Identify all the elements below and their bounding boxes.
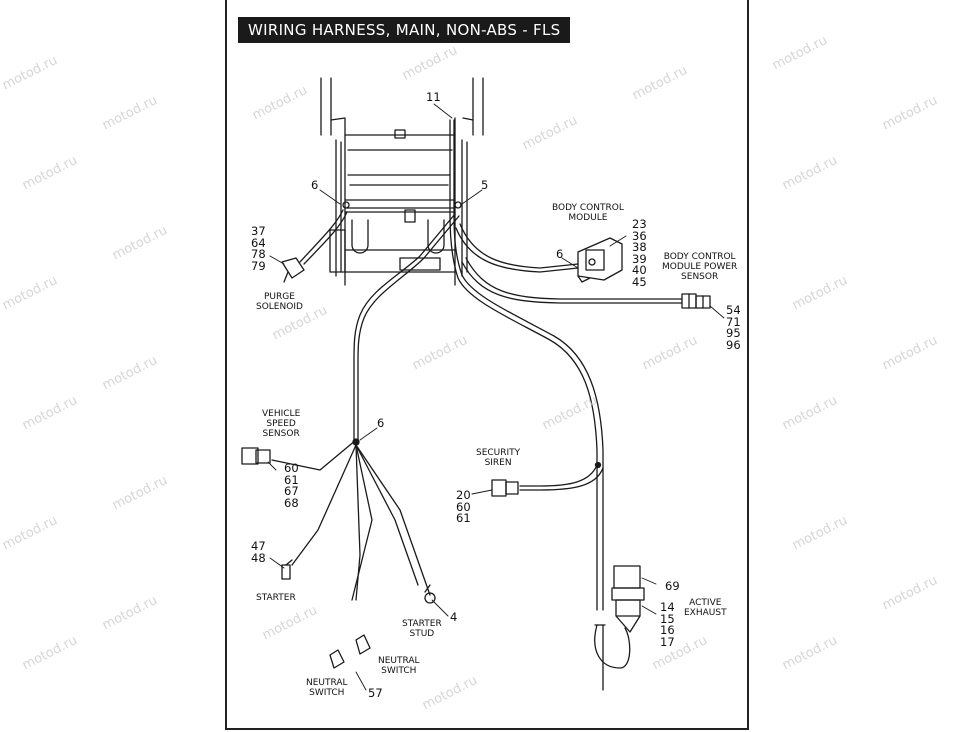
diagram-title: WIRING HARNESS, MAIN, NON-ABS - FLS bbox=[238, 17, 571, 43]
callout-number: 78 bbox=[251, 247, 266, 261]
callout-number: 48 bbox=[251, 550, 266, 565]
label-active-exhaust: ACTIVE EXHAUST bbox=[684, 598, 727, 618]
label-line: NEUTRAL bbox=[378, 656, 420, 666]
callout-neutral-switch: 57 bbox=[368, 686, 383, 700]
callout-number: 71 bbox=[726, 314, 741, 329]
callout-number: 67 bbox=[284, 484, 299, 498]
label-vehicle-speed-sensor: VEHICLE SPEED SENSOR bbox=[262, 409, 300, 439]
harness-exhaust-loop bbox=[594, 624, 631, 691]
label-line: ACTIVE bbox=[689, 598, 722, 608]
label-line: SECURITY bbox=[476, 448, 521, 458]
callout-number: 96 bbox=[726, 337, 741, 352]
label-bcm-power-sensor: BODY CONTROL MODULE POWER SENSOR bbox=[662, 252, 737, 282]
label-starter-stud: STARTER STUD bbox=[402, 619, 442, 639]
purge-solenoid-connector bbox=[281, 257, 305, 283]
label-line: SIREN bbox=[484, 458, 512, 468]
callout-number: 16 bbox=[660, 623, 675, 637]
label-line: PURGE bbox=[263, 292, 295, 302]
callout-frame-top: 11 bbox=[426, 90, 441, 104]
harness-branch-bcm bbox=[455, 223, 579, 273]
label-line: BODY CONTROL bbox=[552, 203, 624, 213]
harness-branch-left bbox=[353, 213, 460, 441]
label-line: STARTER bbox=[256, 593, 296, 603]
label-line: SOLENOID bbox=[256, 302, 303, 312]
bcm-sensor-connector bbox=[681, 293, 711, 309]
callout-frame-left: 6 bbox=[311, 178, 319, 192]
label-line: SENSOR bbox=[262, 429, 300, 439]
callout-number: 17 bbox=[660, 634, 675, 649]
frame-right-rail bbox=[454, 77, 484, 286]
callout-number: 54 bbox=[726, 303, 741, 317]
callout-stack-bcm: 23 36 38 39 40 45 bbox=[632, 217, 647, 289]
speed-sensor-connector bbox=[241, 447, 271, 465]
callout-number: 40 bbox=[632, 263, 647, 277]
callout-number: 38 bbox=[632, 240, 647, 254]
callout-frame-right: 5 bbox=[481, 178, 489, 192]
callout-number: 39 bbox=[632, 251, 647, 266]
label-line: MODULE bbox=[568, 213, 608, 223]
siren-connector bbox=[491, 479, 519, 497]
callout-number: 20 bbox=[456, 488, 471, 502]
label-line: NEUTRAL bbox=[306, 678, 348, 688]
label-line: STUD bbox=[409, 629, 435, 639]
callout-stack-purge: 37 64 78 79 bbox=[251, 224, 266, 273]
callout-number: 60 bbox=[456, 499, 471, 514]
callout-stack-siren: 20 60 61 bbox=[456, 488, 471, 525]
callout-number: 95 bbox=[726, 326, 741, 340]
callout-harness-mid: 6 bbox=[377, 416, 385, 430]
frame-left-rail bbox=[320, 77, 346, 286]
label-line: VEHICLE bbox=[262, 409, 301, 419]
diagram-frame bbox=[225, 0, 749, 730]
label-neutral-switch-right: NEUTRAL SWITCH bbox=[378, 656, 420, 676]
callout-bcm-mount: 6 bbox=[556, 247, 564, 261]
label-line: MODULE POWER bbox=[662, 262, 738, 272]
active-exhaust-actuator bbox=[594, 565, 645, 633]
callout-number: 60 bbox=[284, 461, 299, 475]
callout-stack-exhaust: 14 15 16 17 bbox=[660, 600, 675, 649]
harness-lower-bundle bbox=[271, 439, 431, 601]
callout-number: 14 bbox=[660, 600, 675, 614]
callout-number: 47 bbox=[251, 539, 266, 553]
label-neutral-switch-left: NEUTRAL SWITCH bbox=[306, 678, 348, 698]
callout-number: 36 bbox=[632, 228, 647, 243]
starter-stud-terminal bbox=[424, 584, 436, 604]
neutral-switch-terminals bbox=[329, 634, 371, 669]
harness-branch-siren bbox=[519, 464, 604, 491]
callout-number: 23 bbox=[632, 217, 647, 231]
label-line: BODY CONTROL bbox=[663, 252, 736, 262]
label-line: SPEED bbox=[266, 419, 296, 429]
label-starter: STARTER bbox=[256, 593, 296, 603]
bcm-body bbox=[577, 237, 623, 283]
label-line: EXHAUST bbox=[684, 608, 727, 618]
callout-number: 37 bbox=[251, 224, 266, 238]
label-body-control-module: BODY CONTROL MODULE bbox=[552, 203, 624, 223]
callout-stack-bcm-sensor: 54 71 95 96 bbox=[726, 303, 741, 352]
label-line: SWITCH bbox=[309, 688, 345, 698]
callout-number: 64 bbox=[251, 235, 266, 250]
callout-number: 61 bbox=[284, 472, 299, 487]
callout-stack-speed-sensor: 60 61 67 68 bbox=[284, 461, 299, 510]
label-purge-solenoid: PURGE SOLENOID bbox=[256, 292, 303, 312]
callout-number: 68 bbox=[284, 495, 299, 510]
callout-number: 79 bbox=[251, 258, 266, 273]
label-line: STARTER bbox=[402, 619, 442, 629]
label-line: SWITCH bbox=[381, 666, 417, 676]
harness-main-trunk bbox=[449, 119, 604, 611]
callout-number: 15 bbox=[660, 611, 675, 626]
callout-number: 45 bbox=[632, 274, 647, 289]
label-line: SENSOR bbox=[681, 272, 719, 282]
callout-number: 61 bbox=[456, 511, 471, 525]
harness-branch-bcm-sensor bbox=[461, 257, 683, 304]
callout-starter-stud: 4 bbox=[450, 610, 458, 624]
callout-active-exhaust-top: 69 bbox=[665, 579, 680, 593]
harness-branch-purge bbox=[299, 209, 348, 265]
frame-body bbox=[329, 129, 462, 273]
callout-stack-starter: 47 48 bbox=[251, 539, 266, 565]
starter-connector bbox=[281, 559, 293, 580]
label-security-siren: SECURITY SIREN bbox=[476, 448, 520, 468]
